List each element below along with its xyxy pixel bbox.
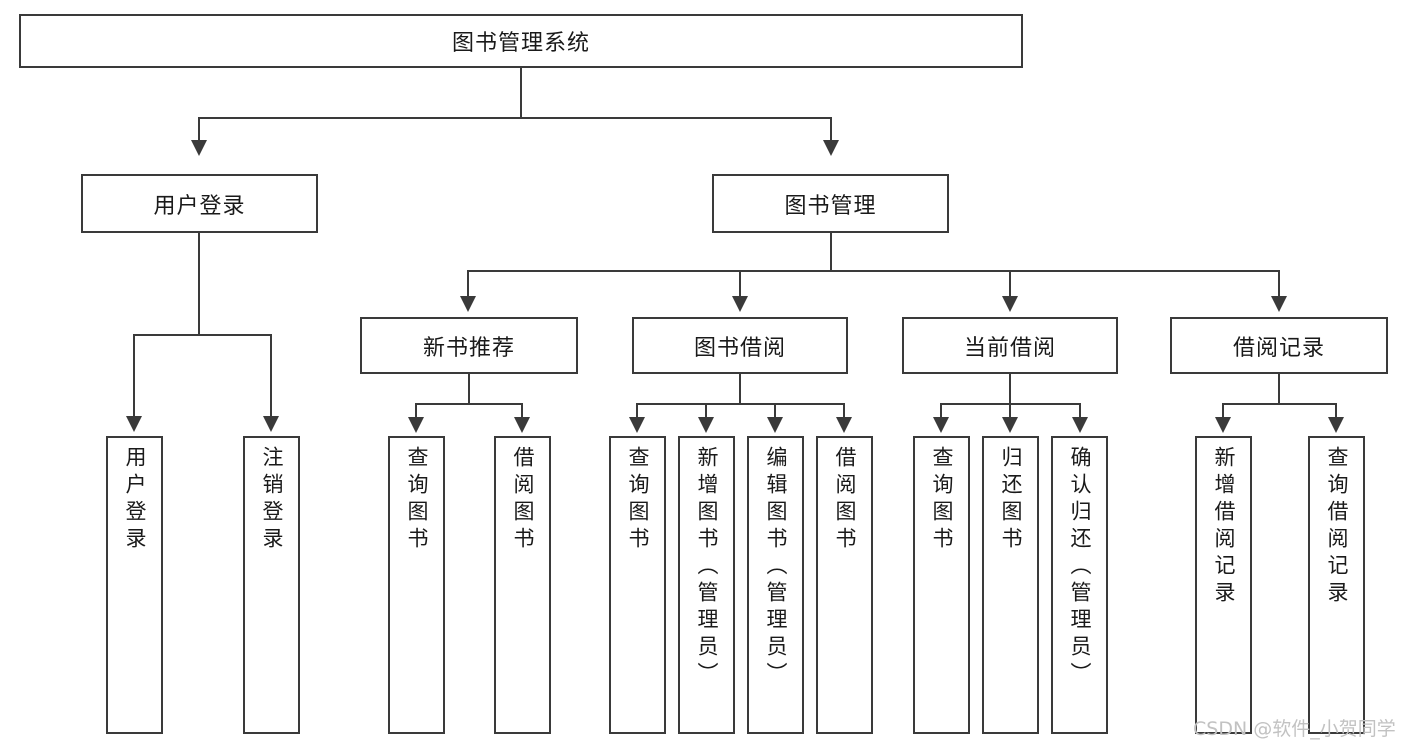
node-book-management[interactable]: 图书管理 <box>712 174 949 233</box>
leaf-bb-edit-book-admin[interactable]: 编辑图书（管理员） <box>747 436 804 734</box>
connector-bm-to-book-borrow <box>739 270 741 298</box>
node-label: 图书借阅 <box>693 335 786 361</box>
node-label: 用户登录 <box>123 446 147 554</box>
connector-root-to-user-login <box>198 117 200 142</box>
connector-user-login-bus <box>133 334 272 336</box>
node-label: 图书管理系统 <box>451 31 590 56</box>
arrow-to-book-borrow <box>732 296 748 312</box>
connector-bb-leaf-2 <box>705 403 707 419</box>
arrow-to-leaf-bb-3 <box>767 417 783 433</box>
node-new-book-recommend[interactable]: 新书推荐 <box>360 317 578 374</box>
node-label: 新增图书（管理员） <box>695 446 719 689</box>
connector-br-trunk <box>1278 374 1280 404</box>
node-label: 图书管理 <box>784 193 877 219</box>
arrow-to-leaf-logout <box>263 416 279 432</box>
connector-cb-trunk <box>1009 374 1011 404</box>
arrow-to-leaf-bb-4 <box>836 417 852 433</box>
arrow-to-leaf-br-2 <box>1328 417 1344 433</box>
csdn-watermark: CSDN @软件_小贺同学 <box>1193 718 1396 740</box>
node-label: 查询图书 <box>405 446 429 554</box>
connector-br-leaf-1 <box>1222 403 1224 419</box>
connector-bb-trunk <box>739 374 741 404</box>
connector-bm-to-current-borrow <box>1009 270 1011 298</box>
node-label: 当前借阅 <box>963 335 1056 361</box>
node-label: 查询图书 <box>930 446 954 554</box>
connector-nbr-trunk <box>468 374 470 404</box>
connector-root-bus <box>198 117 832 119</box>
node-label: 确认归还（管理员） <box>1068 446 1092 689</box>
arrow-to-leaf-cb-3 <box>1072 417 1088 433</box>
leaf-cb-confirm-return-admin[interactable]: 确认归还（管理员） <box>1051 436 1108 734</box>
arrow-to-leaf-nbr-1 <box>408 417 424 433</box>
connector-book-management-trunk <box>830 233 832 271</box>
leaf-logout[interactable]: 注销登录 <box>243 436 300 734</box>
arrow-to-leaf-br-1 <box>1215 417 1231 433</box>
connector-root-to-book-management <box>830 117 832 142</box>
arrow-to-book-management <box>823 140 839 156</box>
leaf-bb-borrow-book[interactable]: 借阅图书 <box>816 436 873 734</box>
arrow-to-leaf-bb-1 <box>629 417 645 433</box>
connector-cb-leaf-3 <box>1079 403 1081 419</box>
node-label: 归还图书 <box>999 446 1023 554</box>
connector-br-leaf-2 <box>1335 403 1337 419</box>
connector-bb-bus <box>636 403 845 405</box>
leaf-nbr-borrow-book[interactable]: 借阅图书 <box>494 436 551 734</box>
node-label: 借阅图书 <box>833 446 857 554</box>
connector-bm-to-new-book <box>467 270 469 298</box>
arrow-to-leaf-user-login <box>126 416 142 432</box>
connector-user-login-leaf-1 <box>133 334 135 418</box>
connector-nbr-bus <box>415 403 522 405</box>
connector-user-login-leaf-2 <box>270 334 272 418</box>
node-label: 注销登录 <box>260 446 284 554</box>
node-borrow-record[interactable]: 借阅记录 <box>1170 317 1388 374</box>
arrow-to-borrow-record <box>1271 296 1287 312</box>
connector-cb-leaf-2 <box>1009 403 1011 419</box>
arrow-to-new-book-recommend <box>460 296 476 312</box>
leaf-nbr-query-book[interactable]: 查询图书 <box>388 436 445 734</box>
node-label: 新书推荐 <box>422 335 515 361</box>
arrow-to-leaf-bb-2 <box>698 417 714 433</box>
node-label: 用户登录 <box>153 193 246 219</box>
node-label: 借阅图书 <box>511 446 535 554</box>
connector-root-trunk <box>520 68 522 118</box>
leaf-br-query-record[interactable]: 查询借阅记录 <box>1308 436 1365 734</box>
connector-cb-leaf-1 <box>940 403 942 419</box>
node-book-borrow[interactable]: 图书借阅 <box>632 317 848 374</box>
node-user-login[interactable]: 用户登录 <box>81 174 318 233</box>
leaf-bb-query-book[interactable]: 查询图书 <box>609 436 666 734</box>
leaf-bb-add-book-admin[interactable]: 新增图书（管理员） <box>678 436 735 734</box>
node-current-borrow[interactable]: 当前借阅 <box>902 317 1118 374</box>
node-root-book-management-system[interactable]: 图书管理系统 <box>19 14 1023 68</box>
arrow-to-leaf-nbr-2 <box>514 417 530 433</box>
leaf-cb-query-book[interactable]: 查询图书 <box>913 436 970 734</box>
node-label: 借阅记录 <box>1232 335 1325 361</box>
arrow-to-user-login <box>191 140 207 156</box>
node-label: 查询图书 <box>626 446 650 554</box>
connector-user-login-trunk <box>198 233 200 335</box>
connector-br-bus <box>1222 403 1336 405</box>
leaf-user-login[interactable]: 用户登录 <box>106 436 163 734</box>
connector-nbr-leaf-1 <box>415 403 417 419</box>
leaf-cb-return-book[interactable]: 归还图书 <box>982 436 1039 734</box>
connector-nbr-leaf-2 <box>521 403 523 419</box>
leaf-br-add-record[interactable]: 新增借阅记录 <box>1195 436 1252 734</box>
node-label: 新增借阅记录 <box>1212 446 1236 608</box>
node-label: 查询借阅记录 <box>1325 446 1349 608</box>
connector-bb-leaf-3 <box>774 403 776 419</box>
connector-bb-leaf-4 <box>843 403 845 419</box>
arrow-to-leaf-cb-2 <box>1002 417 1018 433</box>
arrow-to-leaf-cb-1 <box>933 417 949 433</box>
node-label: 编辑图书（管理员） <box>764 446 788 689</box>
arrow-to-current-borrow <box>1002 296 1018 312</box>
connector-book-management-bus <box>467 270 1280 272</box>
connector-bb-leaf-1 <box>636 403 638 419</box>
connector-bm-to-borrow-record <box>1278 270 1280 298</box>
